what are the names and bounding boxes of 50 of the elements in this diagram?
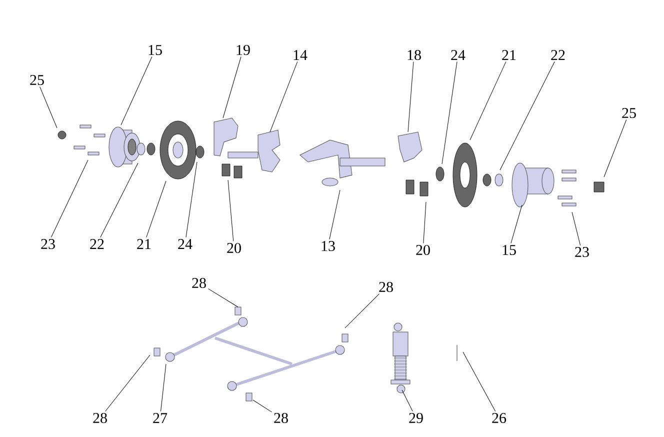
callout-number: 15 bbox=[502, 244, 516, 256]
callout-number: 20 bbox=[227, 242, 241, 254]
callout-number: 24 bbox=[451, 50, 466, 60]
callout-number: 23 bbox=[575, 246, 589, 258]
callout-number: 28 bbox=[192, 278, 206, 288]
callout-number: 27 bbox=[153, 413, 168, 423]
callout-number: 29 bbox=[409, 412, 423, 424]
leader-line bbox=[105, 354, 150, 412]
callout-number: 14 bbox=[294, 50, 308, 60]
leader-line bbox=[329, 190, 340, 240]
leader-line bbox=[402, 390, 413, 412]
callout-number: 15 bbox=[148, 44, 162, 56]
callout-number: 26 bbox=[492, 412, 506, 424]
callout-number: 23 bbox=[41, 238, 55, 250]
callout-number: 18 bbox=[408, 50, 421, 60]
callout-number: 25 bbox=[30, 74, 44, 86]
leader-line bbox=[186, 162, 198, 238]
leader-line bbox=[604, 120, 627, 178]
leader-line bbox=[462, 352, 496, 412]
callout-number: 28 bbox=[93, 412, 107, 424]
leader-line bbox=[222, 56, 242, 118]
callout-number: 13 bbox=[322, 240, 335, 252]
callout-number: 21 bbox=[137, 239, 151, 249]
leader-line bbox=[408, 62, 414, 132]
leader-line bbox=[500, 61, 555, 170]
callout-number: 19 bbox=[236, 44, 250, 56]
leader-line bbox=[442, 61, 458, 164]
callout-number: 20 bbox=[416, 244, 430, 256]
leader-line bbox=[270, 61, 298, 132]
leader-line bbox=[572, 212, 581, 246]
leader-line bbox=[146, 180, 166, 238]
callout-number: 22 bbox=[90, 239, 104, 249]
callout-number: 24 bbox=[178, 239, 192, 249]
leader-line bbox=[100, 162, 138, 238]
leader-line bbox=[50, 160, 88, 238]
leader-line bbox=[120, 56, 152, 126]
leader-line bbox=[423, 202, 426, 244]
callout-number: 28 bbox=[274, 412, 288, 424]
leader-line bbox=[344, 294, 380, 328]
leader-line bbox=[40, 86, 58, 128]
callout-number: 28 bbox=[379, 282, 393, 292]
leader-line bbox=[470, 61, 506, 140]
leader-line bbox=[252, 400, 272, 412]
leader-line bbox=[208, 288, 238, 308]
callout-number: 25 bbox=[622, 108, 636, 118]
leader-line bbox=[160, 364, 166, 412]
leader-line bbox=[510, 204, 522, 244]
callout-number: 22 bbox=[551, 50, 565, 60]
leader-line bbox=[228, 180, 234, 242]
callout-number: 21 bbox=[502, 50, 516, 60]
